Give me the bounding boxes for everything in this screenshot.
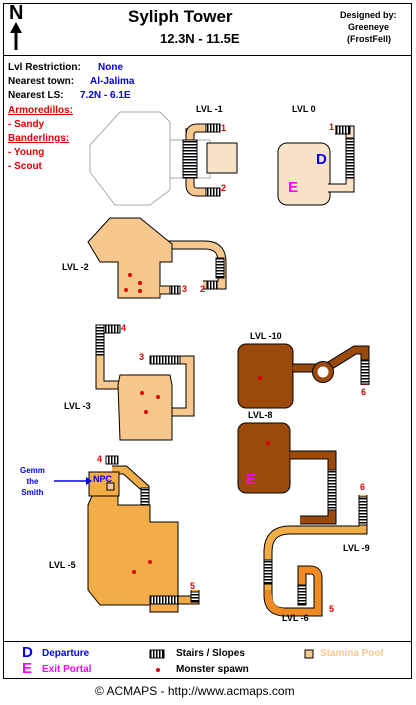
lvl-0-label: LVL 0 bbox=[292, 104, 316, 114]
monster-spawn-dots bbox=[124, 273, 270, 574]
lvl-minus1-label: LVL -1 bbox=[196, 104, 223, 114]
legend-divider bbox=[3, 641, 412, 642]
lvl-minus5-area bbox=[87, 455, 200, 613]
legend-stamina-label: Stamina Pool bbox=[320, 648, 384, 659]
stair-1-lvl-minus1: 1 bbox=[221, 123, 227, 133]
exit-portal-lvl-0: E bbox=[288, 179, 299, 196]
legend-stairs-label: Stairs / Slopes bbox=[176, 648, 245, 659]
stair-3-lvl-minus3: 3 bbox=[139, 352, 145, 362]
stair-1-lvl-0: 1 bbox=[329, 122, 335, 132]
lvl-minus2-label: LVL -2 bbox=[62, 262, 89, 272]
nearest-town-value: Al-Jalima bbox=[90, 76, 135, 87]
banderlings-title: Banderlings: bbox=[8, 133, 70, 144]
header-divider bbox=[3, 55, 412, 56]
stair-6-lvl-minus9: 6 bbox=[360, 482, 366, 492]
departure-marker: D bbox=[316, 151, 327, 168]
stair-6-lvl-minus10: 6 bbox=[361, 387, 367, 397]
nearest-town-label: Nearest town: bbox=[8, 76, 75, 87]
designer-name: Greeneye bbox=[348, 22, 390, 32]
lvl-minus3-area bbox=[95, 324, 195, 441]
designed-by-label: Designed by: bbox=[340, 10, 397, 20]
stairs-legend-icon bbox=[149, 649, 165, 659]
lvl-minus3-label: LVL -3 bbox=[64, 401, 91, 411]
stair-2-lvl-minus2: 2 bbox=[200, 284, 206, 294]
banderling-scout: - Scout bbox=[8, 161, 42, 172]
stair-3-lvl-minus2: 3 bbox=[182, 284, 188, 294]
stamina-legend-icon bbox=[304, 649, 314, 659]
legend-spawn-label: Monster spawn bbox=[176, 664, 249, 675]
lvl-restriction-label: Lvl Restriction: bbox=[8, 62, 81, 73]
lvl-minus5-label: LVL -5 bbox=[49, 560, 76, 570]
lvl-0-area bbox=[277, 125, 355, 206]
armoredillo-sandy: - Sandy bbox=[8, 119, 45, 130]
map-frame bbox=[3, 3, 412, 679]
north-letter: N bbox=[9, 2, 24, 24]
stair-5-lvl-minus6: 5 bbox=[329, 604, 335, 614]
lvl-minus10-label: LVL -10 bbox=[250, 331, 282, 341]
stamina-pool-icon bbox=[106, 482, 115, 491]
banderling-young: - Young bbox=[8, 147, 45, 158]
lvl-minus2-area bbox=[87, 217, 227, 299]
lvl-minus10-area bbox=[237, 343, 370, 409]
lvl-minus6-label: LVL -6 bbox=[282, 613, 309, 623]
nearest-ls-value: 7.2N - 6.1E bbox=[80, 90, 131, 101]
map-coords: 12.3N - 11.5E bbox=[160, 31, 240, 46]
stair-4-lvl-minus5: 4 bbox=[97, 454, 103, 464]
npc-name: Gemm the Smith bbox=[20, 466, 45, 497]
spawn-legend-icon bbox=[156, 668, 160, 672]
stair-4-lvl-minus3: 4 bbox=[121, 323, 127, 333]
legend-departure-symbol: D bbox=[22, 644, 33, 661]
npc-marker: NPC bbox=[93, 474, 113, 484]
lvl-restriction-value: None bbox=[98, 62, 123, 73]
exit-portal-lvl-minus8: E bbox=[246, 471, 257, 488]
designer-affiliation: (FrostFell) bbox=[347, 34, 391, 44]
footer-copyright: © ACMAPS - http://www.acmaps.com bbox=[95, 684, 295, 698]
legend-exit-label: Exit Portal bbox=[42, 664, 92, 675]
legend-departure-label: Departure bbox=[42, 648, 90, 659]
lvl-minus8-area bbox=[237, 422, 337, 525]
stair-5-lvl-minus5: 5 bbox=[190, 581, 196, 591]
lvl-minus9-minus6-corridor bbox=[263, 495, 368, 617]
lvl-minus8-label: LVL-8 bbox=[248, 410, 273, 420]
legend-exit-symbol: E bbox=[22, 660, 33, 677]
map-title: Syliph Tower bbox=[128, 7, 233, 26]
lvl-minus9-label: LVL -9 bbox=[343, 543, 370, 553]
armoredillos-title: Armoredillos: bbox=[8, 105, 74, 116]
nearest-ls-label: Nearest LS: bbox=[8, 90, 64, 101]
lvl-minus1-area bbox=[182, 123, 238, 197]
stair-2-lvl-minus1: 2 bbox=[221, 183, 227, 193]
